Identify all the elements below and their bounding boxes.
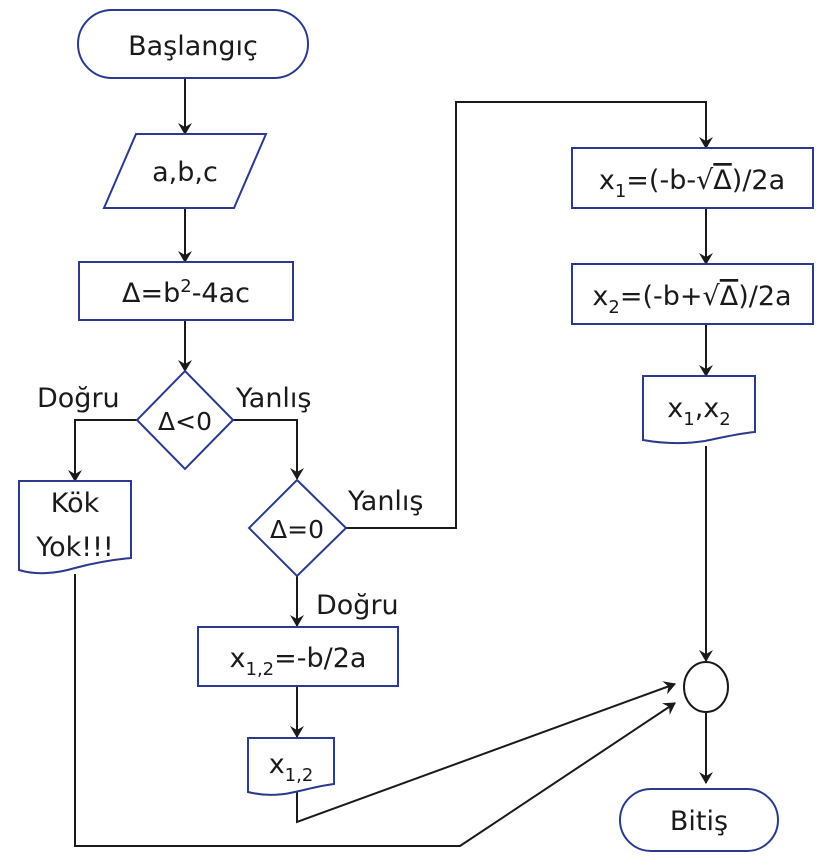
two-roots-output: x1,x2	[642, 375, 756, 445]
label-zero-false: Yanlış	[347, 486, 424, 517]
edge-neg-true	[68, 419, 137, 482]
edge-zero-false	[346, 101, 713, 529]
no-root-line2: Yok!!!	[35, 532, 114, 563]
edge-outdouble-connector	[296, 681, 676, 824]
start-terminator: Başlangıç	[77, 9, 309, 79]
no-root-line1: Kök	[51, 488, 100, 519]
end-terminator: Bitiş	[619, 788, 779, 852]
end-label: Bitiş	[670, 806, 728, 837]
edge-noroot-connector	[74, 574, 676, 847]
input-label: a,b,c	[152, 157, 218, 188]
decision-zero-label: Δ=0	[270, 515, 324, 544]
double-root-label: x1,2=-b/2a	[230, 643, 367, 680]
double-root-output: x1,2	[247, 737, 335, 796]
double-root-output-label: x1,2	[269, 749, 314, 786]
label-neg-false: Yanlış	[235, 383, 312, 414]
discriminant-label: Δ=b2-4ac	[122, 276, 250, 309]
decision-negative: Δ<0	[135, 369, 235, 471]
input-parallelogram: a,b,c	[102, 133, 268, 209]
root1-process: x1=(-b-√Δ)/2a	[571, 147, 814, 209]
edge-neg-false	[233, 419, 304, 480]
connector-circle	[683, 661, 729, 713]
root2-label: x2=(-b+√Δ)/2a	[592, 281, 791, 318]
sqrt-sign: √	[703, 281, 721, 312]
start-label: Başlangıç	[128, 31, 258, 62]
decision-zero: Δ=0	[247, 478, 348, 578]
sqrt-sign: √	[696, 165, 714, 196]
label-zero-true: Doğru	[316, 590, 399, 621]
root2-process: x2=(-b+√Δ)/2a	[571, 263, 814, 325]
two-roots-output-label: x1,x2	[667, 393, 730, 430]
root1-label: x1=(-b-√Δ)/2a	[599, 165, 785, 202]
no-root-document: Kök Yok!!!	[18, 480, 132, 575]
double-root-process: x1,2=-b/2a	[197, 626, 399, 687]
decision-negative-label: Δ<0	[158, 407, 212, 436]
discriminant-process: Δ=b2-4ac	[78, 261, 294, 321]
label-neg-true: Doğru	[37, 383, 120, 414]
